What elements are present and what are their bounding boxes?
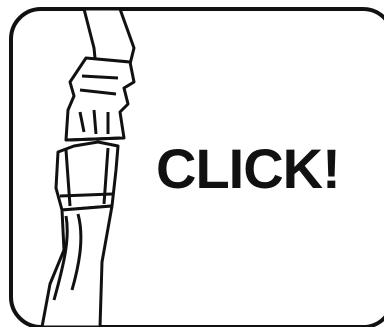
buckle-male-clip-icon [66, 58, 134, 140]
buckle-female-receiver-icon [56, 142, 118, 210]
click-caption: CLICK! [156, 134, 370, 204]
